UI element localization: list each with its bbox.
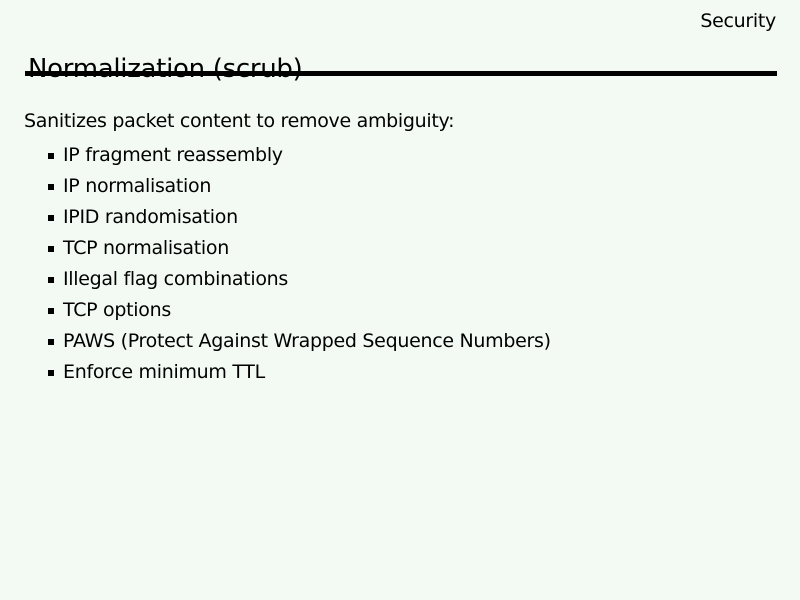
bullet-text: IP fragment reassembly	[63, 144, 283, 166]
bullet-square-icon	[48, 370, 54, 376]
list-item: TCP options	[24, 295, 776, 326]
bullet-square-icon	[48, 153, 54, 159]
slide-title: Normalization (scrub)	[28, 54, 303, 85]
list-item: TCP normalisation	[24, 233, 776, 264]
bullet-text: IP normalisation	[63, 175, 212, 197]
bullet-text: Illegal flag combinations	[63, 268, 288, 290]
list-item: Illegal flag combinations	[24, 264, 776, 295]
title-underline-rule	[25, 71, 777, 76]
list-item: IPID randomisation	[24, 202, 776, 233]
bullet-text: Enforce minimum TTL	[63, 361, 265, 383]
list-item: IP fragment reassembly	[24, 140, 776, 171]
bullet-text: TCP normalisation	[63, 237, 229, 259]
corner-label-security: Security	[700, 10, 776, 32]
slide-body: Sanitizes packet content to remove ambig…	[24, 108, 776, 388]
bullet-square-icon	[48, 215, 54, 221]
bullet-square-icon	[48, 246, 54, 252]
list-item: PAWS (Protect Against Wrapped Sequence N…	[24, 326, 776, 357]
intro-text: Sanitizes packet content to remove ambig…	[24, 110, 455, 132]
bullet-text: PAWS (Protect Against Wrapped Sequence N…	[63, 330, 551, 352]
bullet-text: TCP options	[63, 299, 171, 321]
bullet-square-icon	[48, 184, 54, 190]
bullet-text: IPID randomisation	[63, 206, 238, 228]
bullet-square-icon	[48, 277, 54, 283]
list-item: IP normalisation	[24, 171, 776, 202]
bullet-list: IP fragment reassembly IP normalisation …	[24, 140, 776, 388]
list-item: Enforce minimum TTL	[24, 357, 776, 388]
bullet-square-icon	[48, 308, 54, 314]
bullet-square-icon	[48, 339, 54, 345]
